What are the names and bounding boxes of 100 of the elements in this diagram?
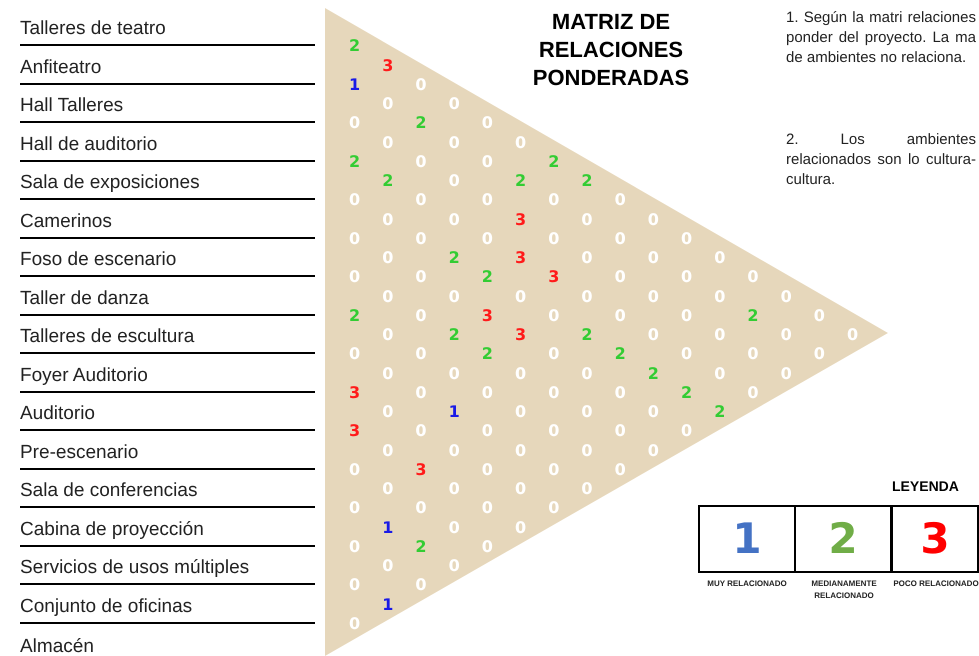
relation-value: 0 <box>581 403 593 421</box>
room-name: Pre-escenario <box>20 440 138 464</box>
room-name: Taller de danza <box>20 286 149 310</box>
relation-value: 0 <box>382 480 394 498</box>
relation-value: 0 <box>515 480 526 498</box>
relation-value: 2 <box>448 249 460 267</box>
room-name: Anfiteatro <box>20 56 102 80</box>
relation-value: 0 <box>548 306 560 325</box>
room-name: Talleres de escultura <box>20 325 194 349</box>
relation-value: 0 <box>448 518 460 536</box>
legend-box <box>698 505 796 573</box>
relation-value: 2 <box>349 306 360 325</box>
note-text: 2. Los ambientes relacionados son lo cultura-cultura. <box>786 130 976 190</box>
relation-value: 0 <box>648 326 659 344</box>
relation-value: 0 <box>415 268 427 286</box>
relation-value: 0 <box>814 345 825 364</box>
relation-value: 2 <box>415 114 427 132</box>
relation-value: 0 <box>349 345 360 364</box>
relation-value: 0 <box>581 249 593 267</box>
relation-value: 0 <box>448 480 460 498</box>
room-name: Conjunto de oficinas <box>20 594 192 618</box>
relation-value: 0 <box>482 384 493 402</box>
relation-value: 0 <box>349 576 360 594</box>
relation-value: 0 <box>382 134 394 152</box>
relation-value: 0 <box>482 460 493 479</box>
relation-value: 0 <box>515 288 526 306</box>
relation-value: 0 <box>548 422 560 440</box>
relation-value: 0 <box>482 191 493 210</box>
relation-value: 0 <box>415 152 427 171</box>
relation-value: 0 <box>482 152 493 171</box>
relation-value: 2 <box>581 172 593 190</box>
relation-value: 0 <box>614 384 626 402</box>
legend-number: 3 <box>920 516 950 562</box>
relation-value: 1 <box>382 596 394 614</box>
relation-value: 0 <box>780 326 792 344</box>
relation-value: 2 <box>648 364 659 382</box>
relation-value: 0 <box>648 442 659 460</box>
relation-value: 0 <box>548 460 560 479</box>
relation-value: 2 <box>349 152 360 171</box>
relation-value: 0 <box>648 210 659 228</box>
relation-value: 0 <box>448 442 460 460</box>
room-name: Sala de exposiciones <box>20 171 200 195</box>
relation-value: 0 <box>382 557 394 575</box>
relation-value: 0 <box>681 306 692 325</box>
relation-value: 0 <box>747 268 759 286</box>
relation-value: 0 <box>415 422 427 440</box>
relation-value: 0 <box>415 191 427 210</box>
relation-value: 0 <box>482 114 493 132</box>
room-name: Auditorio <box>20 402 95 426</box>
relation-value: 3 <box>382 56 394 74</box>
room-name: Cabina de proyección <box>20 518 204 542</box>
relation-value: 0 <box>515 518 526 536</box>
legend-heading: LEYENDA <box>892 477 959 496</box>
relation-value: 0 <box>780 364 792 382</box>
relation-value: 0 <box>681 268 692 286</box>
relation-value: 0 <box>648 403 659 421</box>
relation-value: 0 <box>382 95 394 113</box>
room-name: Servicios de usos múltiples <box>20 556 250 580</box>
relation-value: 0 <box>415 499 427 518</box>
relation-value: 0 <box>614 268 626 286</box>
relation-value: 0 <box>747 345 759 364</box>
relation-value: 0 <box>349 114 360 132</box>
legend-number: 2 <box>828 516 858 562</box>
relation-value: 0 <box>482 230 493 248</box>
relation-value: 0 <box>382 326 394 344</box>
relation-value: 0 <box>415 230 427 248</box>
relation-value: 0 <box>780 288 792 306</box>
relation-value: 0 <box>548 191 560 210</box>
room-name: Foyer Auditorio <box>20 364 148 388</box>
room-name: Hall de auditorio <box>20 132 158 156</box>
relation-value: 0 <box>847 326 858 344</box>
relation-value: 3 <box>515 326 526 344</box>
relation-value: 2 <box>382 172 394 190</box>
room-name: Talleres de teatro <box>20 17 166 41</box>
relation-value: 0 <box>515 403 526 421</box>
relation-value: 0 <box>382 210 394 228</box>
relation-value: 0 <box>349 191 360 210</box>
room-name: Sala de conferencias <box>20 479 198 503</box>
relation-value: 1 <box>349 76 360 94</box>
relation-value: 0 <box>448 557 460 575</box>
relation-value: 1 <box>382 518 394 536</box>
relation-value: 0 <box>515 442 526 460</box>
relation-value: 3 <box>515 249 526 267</box>
relation-value: 3 <box>349 422 360 440</box>
relation-value: 0 <box>614 230 626 248</box>
relation-value: 0 <box>681 422 692 440</box>
relation-value: 0 <box>515 364 526 382</box>
relation-value: 0 <box>681 345 692 364</box>
relation-value: 2 <box>448 326 460 344</box>
relation-value: 0 <box>548 230 560 248</box>
relation-value: 0 <box>349 538 360 556</box>
relation-value: 3 <box>415 460 427 479</box>
relation-value: 0 <box>382 364 394 382</box>
relation-value: 0 <box>581 364 593 382</box>
relation-value: 3 <box>349 384 360 402</box>
relation-value: 2 <box>581 326 593 344</box>
relation-value: 0 <box>349 268 360 286</box>
room-name: Almacén <box>20 635 94 656</box>
relation-value: 0 <box>648 288 659 306</box>
relation-value: 0 <box>515 134 526 152</box>
